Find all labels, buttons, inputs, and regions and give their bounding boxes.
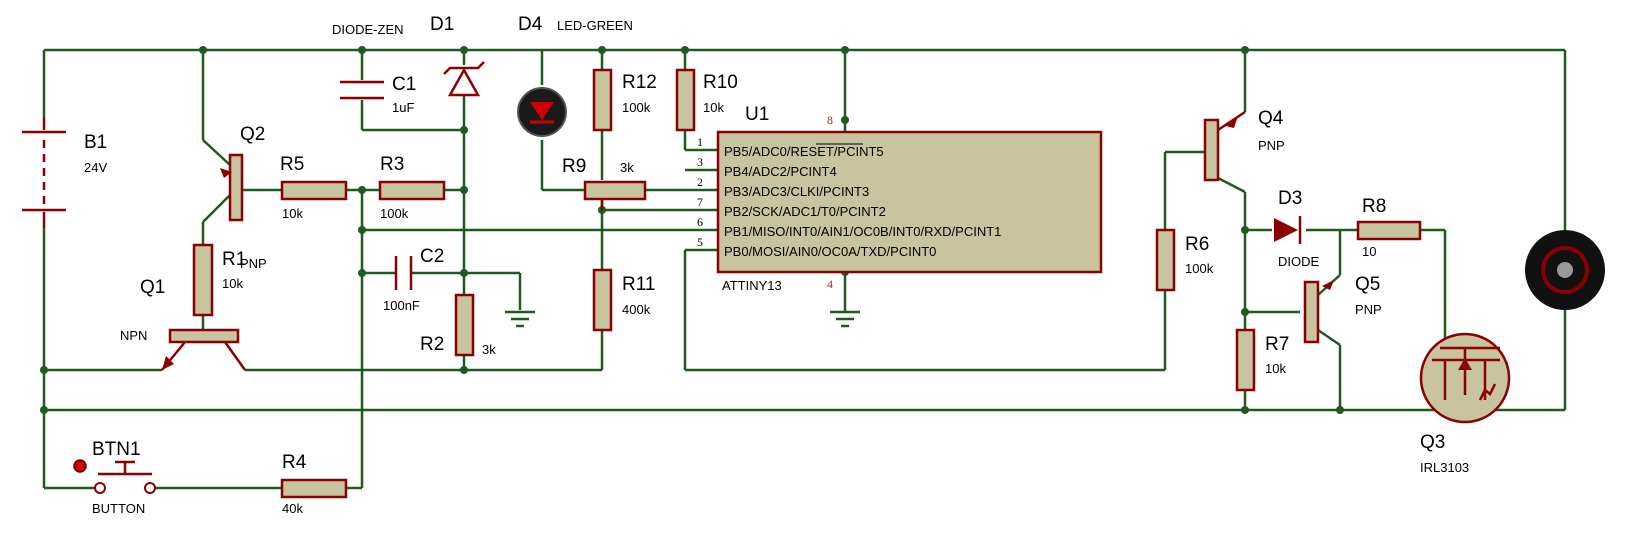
- label-r7-ref: R7: [1265, 334, 1289, 355]
- label-r12-value: 100k: [622, 100, 651, 115]
- label-d1-ref: D1: [430, 14, 454, 35]
- u1-pin-name: PB1/MISO/INT0/AIN1/OC0B/INT0/RXD/PCINT1: [724, 224, 1001, 239]
- label-r9-ref: R9: [562, 156, 586, 177]
- label-r1-value: 10k: [222, 276, 243, 291]
- label-d3-ref: D3: [1278, 188, 1302, 209]
- label-r6-value: 100k: [1185, 261, 1214, 276]
- label-r7-value: 10k: [1265, 361, 1286, 376]
- u1-gnd-pin-number: 4: [827, 277, 833, 291]
- u1-pin-number: 3: [697, 155, 703, 169]
- resistor-r5: [280, 180, 348, 201]
- label-q1-ref: Q1: [140, 277, 165, 298]
- label-r3-value: 100k: [380, 206, 409, 221]
- label-q4-value: PNP: [1258, 138, 1285, 153]
- capacitor-c2: [394, 256, 413, 290]
- transistor-q1: [161, 328, 247, 371]
- zener-diode-d1: [443, 61, 485, 97]
- ground-symbol: [830, 310, 860, 328]
- label-r2-value: 3k: [482, 342, 496, 357]
- label-q1-value: NPN: [120, 328, 147, 343]
- u1-pin-name: PB4/ADC2/PCINT4: [724, 164, 837, 179]
- label-q5-value: PNP: [1355, 302, 1382, 317]
- mosfet-q3: [1419, 332, 1511, 424]
- label-d4-ref: D4: [518, 14, 543, 35]
- pushbutton-btn1: [73, 459, 156, 494]
- label-r10-ref: R10: [703, 72, 738, 93]
- label-r3-ref: R3: [380, 154, 404, 175]
- diode-d3: [1274, 216, 1302, 244]
- u1-pin-name: PB5/ADC0/RESET/PCINT5: [724, 144, 884, 159]
- label-r11-value: 400k: [622, 302, 651, 317]
- label-r6-ref: R6: [1185, 234, 1209, 255]
- resistor-r10: [675, 68, 696, 132]
- u1-pin-name: PB2/SCK/ADC1/T0/PCINT2: [724, 204, 886, 219]
- u1-pin-name: PB3/ADC3/CLKI/PCINT3: [724, 184, 869, 199]
- label-r1-ref: R1: [222, 249, 246, 270]
- resistor-r12: [592, 68, 613, 132]
- label-b1-ref: B1: [84, 132, 107, 153]
- label-r4-ref: R4: [282, 452, 307, 473]
- label-q2-ref: Q2: [240, 124, 265, 145]
- label-r12-ref: R12: [622, 72, 657, 93]
- label-r4-value: 40k: [282, 501, 303, 516]
- transistor-q5: [1303, 280, 1334, 344]
- label-r5-value: 10k: [282, 206, 303, 221]
- label-c2-value: 100nF: [383, 298, 420, 313]
- u1-pin-number: 2: [697, 175, 703, 189]
- label-c1-value: 1uF: [392, 100, 414, 115]
- u1-pin-number: 1: [697, 135, 703, 149]
- resistor-r1: [192, 243, 214, 317]
- label-btn1-value: BUTTON: [92, 501, 145, 516]
- resistor-r8: [1356, 220, 1422, 241]
- motor-icon: [1525, 230, 1605, 310]
- u1-pin-number: 7: [697, 195, 703, 209]
- potentiometer-r9: [583, 180, 647, 210]
- label-b1-value: 24V: [84, 160, 107, 175]
- label-d4-value: LED-GREEN: [557, 18, 633, 33]
- label-u1-ref: U1: [745, 104, 769, 125]
- junctions: [40, 46, 1344, 414]
- resistor-r4: [280, 478, 348, 499]
- ic-u1: [716, 130, 1103, 274]
- transistor-q4: [1203, 110, 1246, 182]
- label-q4-ref: Q4: [1258, 108, 1284, 129]
- resistor-r2: [454, 293, 475, 357]
- label-r11-ref: R11: [622, 274, 655, 295]
- label-r10-value: 10k: [703, 100, 724, 115]
- label-c2-ref: C2: [420, 246, 444, 267]
- u1-pin-number: 5: [697, 235, 703, 249]
- label-btn1-ref: BTN1: [92, 439, 141, 460]
- resistor-r3: [378, 180, 446, 201]
- u1-vcc-pin-number: 8: [827, 113, 833, 127]
- u1-pin-name: PB0/MOSI/AIN0/OC0A/TXD/PCINT0: [724, 244, 936, 259]
- resistor-r11: [592, 268, 613, 332]
- label-r8-ref: R8: [1362, 196, 1386, 217]
- label-c1-ref: C1: [392, 74, 416, 95]
- transistor-q2: [220, 153, 244, 222]
- label-d3-value: DIODE: [1278, 254, 1320, 269]
- capacitor-c1: [340, 80, 384, 100]
- label-r9-value: 3k: [620, 160, 634, 175]
- resistor-r6: [1155, 228, 1176, 292]
- label-u1-value: ATTINY13: [722, 278, 782, 293]
- label-r2-ref: R2: [420, 334, 444, 355]
- resistor-r7: [1235, 328, 1256, 392]
- label-q3-ref: Q3: [1420, 432, 1445, 453]
- label-q2-value: PNP: [240, 256, 267, 271]
- label-r5-ref: R5: [280, 154, 304, 175]
- wires: [42, 48, 1567, 490]
- u1-pin-number: 6: [697, 215, 703, 229]
- label-q5-ref: Q5: [1355, 274, 1380, 295]
- label-q3-value: IRL3103: [1420, 460, 1469, 475]
- led-d4: [517, 87, 567, 137]
- label-d1-value: DIODE-ZEN: [332, 22, 404, 37]
- ground-symbol: [505, 310, 535, 328]
- label-r8-value: 10: [1362, 244, 1376, 259]
- battery-b1: [22, 118, 66, 228]
